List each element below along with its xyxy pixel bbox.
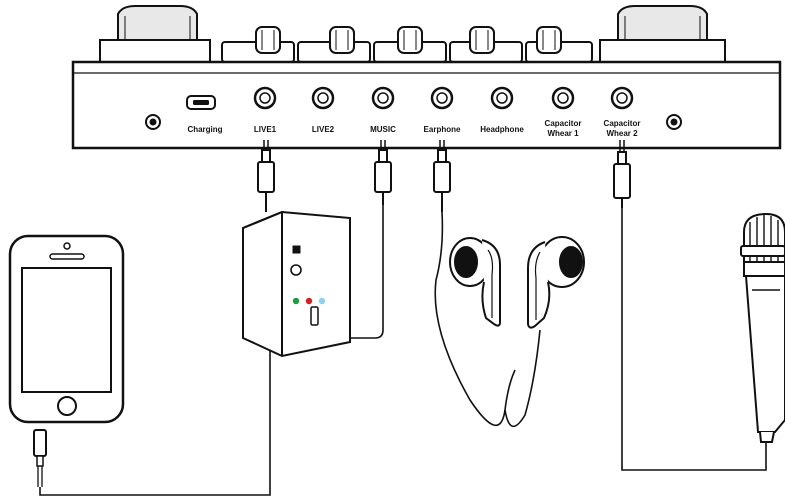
plug-live1-icon	[257, 140, 275, 212]
port-label-capacitor-2-line1: Capacitor	[604, 119, 641, 128]
port-label-live1: LIVE1	[254, 125, 277, 134]
cables	[39, 205, 767, 496]
earphones-icon	[449, 236, 585, 329]
audio-jacks	[253, 86, 634, 110]
speaker-icon	[242, 210, 351, 358]
port-label-music: MUSIC	[370, 125, 396, 134]
port-label-capacitor-2-line2: Whear 2	[606, 129, 638, 138]
microphone-icon	[740, 212, 785, 443]
plug-capacitor-2-icon	[613, 140, 631, 208]
speaker-led-blue-icon	[318, 297, 326, 305]
plug-earphone-icon	[433, 140, 451, 212]
speaker-led-green-icon	[292, 297, 300, 305]
speaker-led-red-icon	[305, 297, 313, 305]
port-label-earphone: Earphone	[424, 125, 461, 134]
plug-music-icon	[374, 140, 392, 205]
port-label-charging: Charging	[187, 125, 222, 134]
sound-card-body	[71, 60, 782, 150]
port-label-live2: LIVE2	[312, 125, 335, 134]
port-label-capacitor-1-line1: Capacitor	[545, 119, 582, 128]
smartphone-icon	[8, 234, 125, 487]
port-label-headphone: Headphone	[480, 125, 524, 134]
port-labels: Charging LIVE1 LIVE2 MUSIC Earphone Head…	[187, 119, 640, 138]
port-label-capacitor-1-line2: Whear 1	[547, 129, 579, 138]
sound-card-knobs	[99, 5, 726, 63]
jack-plugs	[257, 140, 631, 212]
